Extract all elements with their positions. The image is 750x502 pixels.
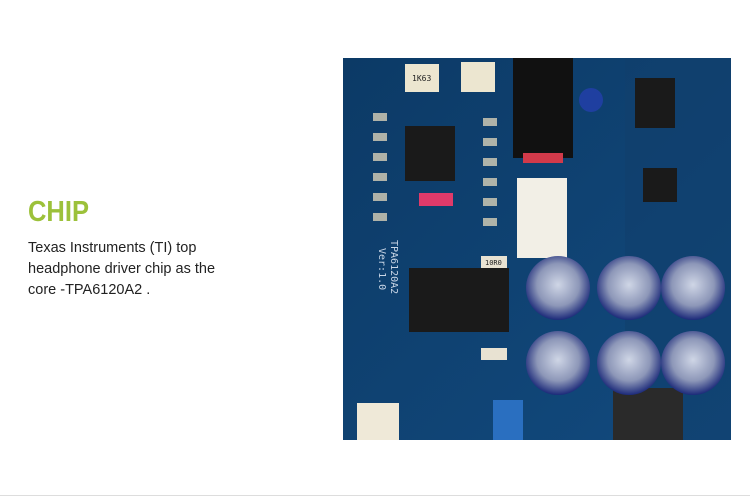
section-title: CHIP: [28, 196, 89, 228]
board-label-version: Ver:1.0: [376, 248, 387, 290]
divider: [0, 495, 750, 496]
section-description: Texas Instruments (TI) top headphone dri…: [28, 240, 216, 298]
electrolytic-capacitors: [526, 256, 725, 395]
board-label-1k63: 1K63: [412, 74, 431, 83]
board-label-10r0: 10R0: [485, 259, 502, 267]
pcb-photo: TPA6120A2 Ver:1.0 1K63 10R0: [343, 58, 731, 440]
board-label-model: TPA6120A2: [388, 240, 399, 294]
